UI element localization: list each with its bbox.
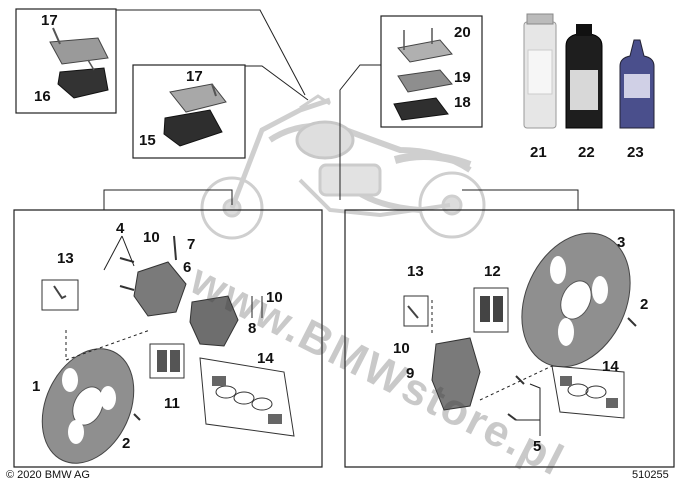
callout-20: 20 [454, 24, 471, 41]
frame-rear-brake [344, 209, 675, 468]
callout-15: 15 [139, 132, 156, 149]
frame-part15 [132, 64, 246, 159]
frame-parts18-20 [380, 15, 483, 128]
callout-13-rear: 13 [407, 263, 424, 280]
leader-lines [103, 9, 579, 210]
callout-22: 22 [578, 144, 595, 161]
front-leaders [65, 235, 263, 361]
callout-18: 18 [454, 94, 471, 111]
callout-5: 5 [533, 438, 542, 455]
callout-14-rear: 14 [602, 358, 619, 375]
callout-9: 9 [406, 365, 415, 382]
callout-17: 17 [186, 68, 203, 85]
copyright-text: © 2020 BMW AG [6, 469, 90, 481]
callout-23: 23 [627, 144, 644, 161]
covers-parts18-20 [393, 28, 453, 121]
callout-10-front-b: 10 [266, 289, 283, 306]
rear-leaders [431, 300, 553, 436]
callout-2-rear: 2 [640, 296, 649, 313]
motorcycle-illustration [200, 94, 486, 240]
callout-3: 3 [617, 234, 626, 251]
callout-10-front-a: 10 [143, 229, 160, 246]
callout-4: 4 [116, 220, 125, 237]
group-frames [13, 8, 675, 468]
callout-14-front: 14 [257, 350, 274, 367]
callout-2-front: 2 [122, 435, 131, 452]
callout-16: 16 [34, 88, 51, 105]
callout-7: 7 [187, 236, 196, 253]
cover-part15 [163, 83, 227, 147]
callout-12: 12 [484, 263, 501, 280]
callout-6: 6 [183, 259, 192, 276]
fluid-containers [523, 13, 655, 129]
callout-1: 1 [32, 378, 41, 395]
frame-part16 [15, 8, 117, 114]
callout-17-top: 17 [41, 12, 58, 29]
callout-8: 8 [248, 320, 257, 337]
callout-10-rear: 10 [393, 340, 410, 357]
frame-front-brake [13, 209, 323, 468]
cover-part16 [49, 27, 109, 99]
callout-21: 21 [530, 144, 547, 161]
rear-brake-disc [521, 232, 637, 368]
front-caliper [41, 235, 295, 437]
callout-19: 19 [454, 69, 471, 86]
front-brake-disc [41, 348, 135, 464]
callout-11: 11 [164, 395, 180, 412]
pin-box-13b [403, 295, 429, 327]
rear-caliper [403, 287, 625, 421]
diagram-number: 510255 [632, 469, 669, 481]
callout-13-front: 13 [57, 250, 74, 267]
seal-kit-14a [199, 357, 295, 437]
